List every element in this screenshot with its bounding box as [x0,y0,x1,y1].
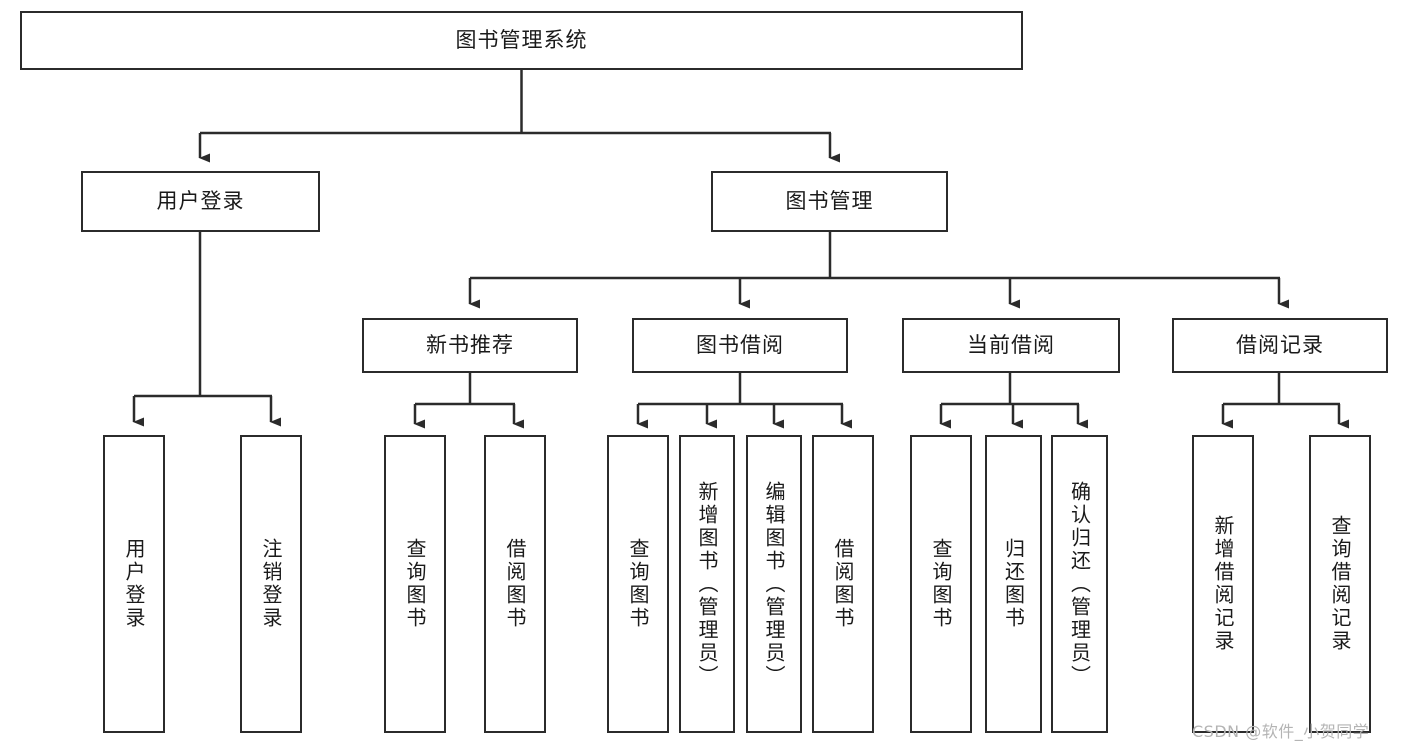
node-leaf-edit-book-admin[interactable]: 编辑图书（管理员） [746,435,802,733]
node-leaf-user-login-label: 用户登录 [122,538,146,630]
node-new-book-recommend[interactable]: 新书推荐 [362,318,578,373]
node-leaf-query-book-recommend[interactable]: 查询图书 [384,435,446,733]
csdn-watermark: CSDN @软件_小贺同学 [1192,722,1370,741]
new-book-recommend-to-leaves-connectors [413,373,524,429]
node-leaf-query-borrow-record-label: 查询借阅记录 [1328,515,1352,653]
node-book-borrow-label: 图书借阅 [696,332,784,357]
node-user-login[interactable]: 用户登录 [81,171,320,232]
book-manage-to-level3-connectors [468,232,1289,309]
node-current-borrow[interactable]: 当前借阅 [902,318,1120,373]
node-leaf-user-login[interactable]: 用户登录 [103,435,165,733]
node-root-system[interactable]: 图书管理系统 [20,11,1023,70]
node-leaf-edit-book-admin-label: 编辑图书（管理员） [762,480,786,688]
borrow-record-to-leaves-connectors [1221,373,1349,429]
node-leaf-return-book[interactable]: 归还图书 [985,435,1042,733]
root-to-level2-connectors [198,70,840,163]
book-borrow-to-leaves-connectors [636,373,852,429]
node-leaf-borrow-book-recommend[interactable]: 借阅图书 [484,435,546,733]
node-leaf-borrow-book-borrow[interactable]: 借阅图书 [812,435,874,733]
node-root-label: 图书管理系统 [455,27,588,52]
node-leaf-query-book-recommend-label: 查询图书 [403,538,427,630]
node-new-book-recommend-label: 新书推荐 [426,332,514,357]
node-leaf-add-borrow-record[interactable]: 新增借阅记录 [1192,435,1254,733]
node-leaf-confirm-return-admin-label: 确认归还（管理员） [1067,480,1092,688]
node-leaf-add-book-admin[interactable]: 新增图书（管理员） [679,435,735,733]
node-leaf-return-book-label: 归还图书 [1001,538,1026,630]
node-leaf-add-book-admin-label: 新增图书（管理员） [695,480,719,688]
node-leaf-logout-label: 注销登录 [259,538,283,630]
node-leaf-logout[interactable]: 注销登录 [240,435,302,733]
node-leaf-query-book-borrow-label: 查询图书 [626,538,650,630]
node-book-manage[interactable]: 图书管理 [711,171,948,232]
node-borrow-record-label: 借阅记录 [1236,332,1324,357]
node-leaf-query-borrow-record[interactable]: 查询借阅记录 [1309,435,1371,733]
node-leaf-confirm-return-admin[interactable]: 确认归还（管理员） [1051,435,1108,733]
node-user-login-label: 用户登录 [156,188,245,213]
node-leaf-add-borrow-record-label: 新增借阅记录 [1211,515,1235,653]
node-borrow-record[interactable]: 借阅记录 [1172,318,1388,373]
node-book-manage-label: 图书管理 [785,188,874,213]
user-login-to-leaves-connectors [132,232,281,427]
node-leaf-query-book-current[interactable]: 查询图书 [910,435,972,733]
node-current-borrow-label: 当前借阅 [967,332,1055,357]
node-leaf-borrow-book-recommend-label: 借阅图书 [503,538,527,630]
node-book-borrow[interactable]: 图书借阅 [632,318,848,373]
node-leaf-query-book-borrow[interactable]: 查询图书 [607,435,669,733]
node-leaf-query-book-current-label: 查询图书 [929,538,953,630]
current-borrow-to-leaves-connectors [939,373,1088,429]
node-leaf-borrow-book-borrow-label: 借阅图书 [831,538,855,630]
